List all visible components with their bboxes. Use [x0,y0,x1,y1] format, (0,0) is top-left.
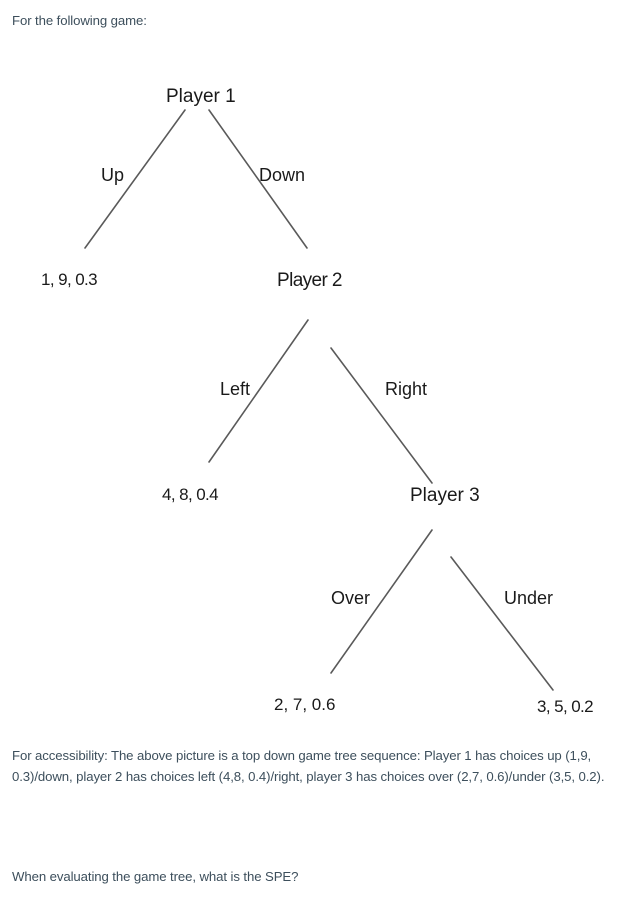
edge-line-left [208,319,309,463]
edge-label-under: Under [504,588,554,608]
node-player-3: Player 3 [410,485,480,506]
payoff-left: 4, 8, 0.4 [162,485,219,504]
payoff-under: 3, 5, 0.2 [537,697,594,716]
edge-label-right: Right [385,379,428,399]
payoff-up: 1, 9, 0.3 [41,270,98,289]
question-prompt: When evaluating the game tree, what is t… [12,869,299,884]
edge-line-down [208,109,308,249]
edge-label-over: Over [331,588,371,608]
intro-text: For the following game: [12,13,147,28]
edge-label-left: Left [220,379,251,399]
edge-line-up [84,109,186,249]
node-player-2: Player 2 [277,270,343,291]
payoff-over: 2, 7, 0.6 [274,695,336,714]
edge-line-under [450,556,554,691]
edge-line-over [330,529,433,674]
edge-label-down: Down [259,165,306,185]
edge-line-right [330,347,433,484]
edge-label-up: Up [101,165,125,185]
accessibility-description: For accessibility: The above picture is … [12,748,605,784]
node-player-1: Player 1 [166,86,236,107]
game-tree-diagram: Player 1 Player 2 Player 3 Up Down Left … [0,60,633,730]
game-tree-edges [84,109,554,691]
